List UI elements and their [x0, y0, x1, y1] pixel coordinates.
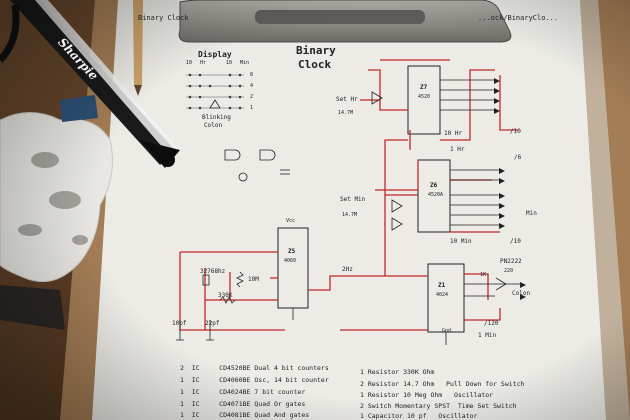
div10-hr-label: /10: [510, 128, 521, 135]
clipboard-header-right: ...ock/BinaryClo...: [478, 14, 559, 22]
display-row-label-1: 1: [250, 105, 254, 111]
display-col-label-hr: Hr: [200, 60, 207, 66]
bom-qty: 1: [360, 412, 364, 420]
bom-type: IC: [191, 364, 200, 372]
bom-qty: 2: [360, 380, 364, 388]
bom-right-row-5: 1 Capacitor 10 pf Oscillator: [360, 412, 477, 420]
display-col-label-min: Min: [240, 60, 250, 66]
bom-qty: 1: [360, 391, 364, 399]
div6-label: /6: [514, 154, 522, 161]
bom-part: CD4081BE Quad And gates: [219, 411, 310, 419]
bom-type: IC: [191, 411, 200, 419]
colon-label: Colon: [512, 290, 531, 297]
ic-z1-label: Z1: [438, 282, 446, 289]
bom-part: 10 pf: [407, 412, 427, 420]
bom-note: Oscillator: [438, 412, 478, 420]
bom-row-3: 1 IC CD4024BE 7 bit counter: [180, 388, 305, 396]
ic-z6-part: 4520A: [428, 192, 444, 198]
r220-label: 220: [504, 268, 514, 274]
div120-label: /120: [484, 320, 499, 327]
bom-row-2: 1 IC CD4060BE Osc, 14 bit counter: [180, 376, 329, 384]
bom-qty: 1: [180, 376, 184, 384]
ic-z7-part: 4520: [418, 94, 431, 100]
bom-qty: 1: [180, 400, 184, 408]
bom-qty: 1: [360, 368, 364, 376]
display-col-label-10hr-num: 10: [186, 60, 193, 66]
bom-type: IC: [191, 376, 200, 384]
bom-part: CD4060BE Osc, 14 bit counter: [219, 376, 329, 384]
bom-part: CD4071BE Quad Or gates: [219, 400, 306, 408]
bom-qty: 2: [180, 364, 184, 372]
bom-note: Pull Down for Switch: [446, 380, 525, 388]
ic-z6-label: Z6: [430, 182, 438, 189]
ic-z5-part: 4060: [284, 258, 297, 264]
display-row-label-2: 2: [250, 94, 254, 100]
bom-type: IC: [191, 388, 200, 396]
bom-qty: 1: [180, 388, 184, 396]
bom-qty: 1: [180, 411, 184, 419]
min-label: Min: [526, 210, 537, 217]
bom-type: Switch: [367, 402, 392, 410]
bom-right-row-4: 2 Switch Momentary SPST Time Set Switch: [360, 402, 517, 410]
resistor-330k-label: 330K: [218, 292, 233, 299]
bom-part: Momentary SPST: [395, 402, 451, 410]
bom-part: CD4520BE Dual 4 bit counters: [219, 364, 329, 372]
resistor-10m-label: 10M: [248, 276, 259, 283]
ic-z1-part: 4024: [436, 292, 449, 298]
pulldown-min-label: 14.7M: [342, 212, 358, 218]
clipboard-header-left: Binary Clock: [138, 14, 189, 22]
pulldown-hr-label: 14.7M: [338, 110, 354, 116]
cap-22pf-label: 22pf: [205, 320, 220, 327]
display-row-label-4: 4: [250, 83, 254, 89]
display-heading: Display: [198, 50, 232, 59]
bom-row-5: 1 IC CD4081BE Quad And gates: [180, 411, 309, 419]
bom-part: 330K Ohm: [403, 368, 435, 376]
bom-row-1: 2 IC CD4520BE Dual 4 bit counters: [180, 364, 329, 372]
bom-type: Resistor: [367, 368, 400, 376]
bom-right-row-2: 2 Resistor 14.7 Ohm Pull Down for Switch: [360, 380, 524, 388]
r1k-label: 1K: [480, 272, 487, 278]
hz2-label: 2Hz: [342, 266, 353, 273]
ic-z7-label: Z7: [420, 84, 428, 91]
display-row-label-8: 8: [250, 72, 254, 78]
bom-right-row-1: 1 Resistor 330K Ohm: [360, 368, 434, 376]
bom-note: Time Set Switch: [457, 402, 517, 410]
bom-note: Oscillator: [453, 391, 494, 399]
hr10-label: 10 Hr: [444, 130, 463, 137]
min1-label: 1 Min: [478, 332, 497, 339]
ic-z5-label: Z5: [288, 248, 296, 255]
min10-label: 10 Min: [450, 238, 472, 245]
bom-type: Resistor: [367, 391, 400, 399]
bom-qty: 2: [360, 402, 364, 410]
vcc-z5-label: Vcc: [286, 218, 296, 224]
display-colon-caption-2: Colon: [204, 122, 223, 129]
gnd-z1-label: Gnd: [442, 328, 452, 334]
set-hr-label: Set Hr: [336, 96, 358, 103]
document-title-line1: Binary: [296, 44, 336, 57]
bom-right-row-3: 1 Resistor 10 Meg Ohm Oscillator: [360, 391, 493, 399]
crystal-label: 32768hz: [200, 268, 226, 275]
set-min-label: Set Min: [340, 196, 366, 203]
bom-type: Capacitor: [367, 412, 404, 420]
document-title-line2: Clock: [298, 58, 332, 71]
bom-part: 14.7 Ohm: [403, 380, 435, 388]
bom-part: CD4024BE 7 bit counter: [219, 388, 306, 396]
display-col-label-10min-num: 10: [226, 60, 233, 66]
div10-min-label: /10: [510, 238, 521, 245]
transistor-label: PN2222: [500, 258, 522, 265]
display-colon-caption-1: Blinking: [202, 114, 231, 121]
bom-part: 10 Meg Ohm: [403, 391, 443, 399]
bom-type: Resistor: [367, 380, 400, 388]
cap-10pf-label: 10pf: [172, 320, 187, 327]
bom-type: IC: [191, 400, 200, 408]
hr1-label: 1 Hr: [450, 146, 465, 153]
bom-row-4: 1 IC CD4071BE Quad Or gates: [180, 400, 305, 408]
